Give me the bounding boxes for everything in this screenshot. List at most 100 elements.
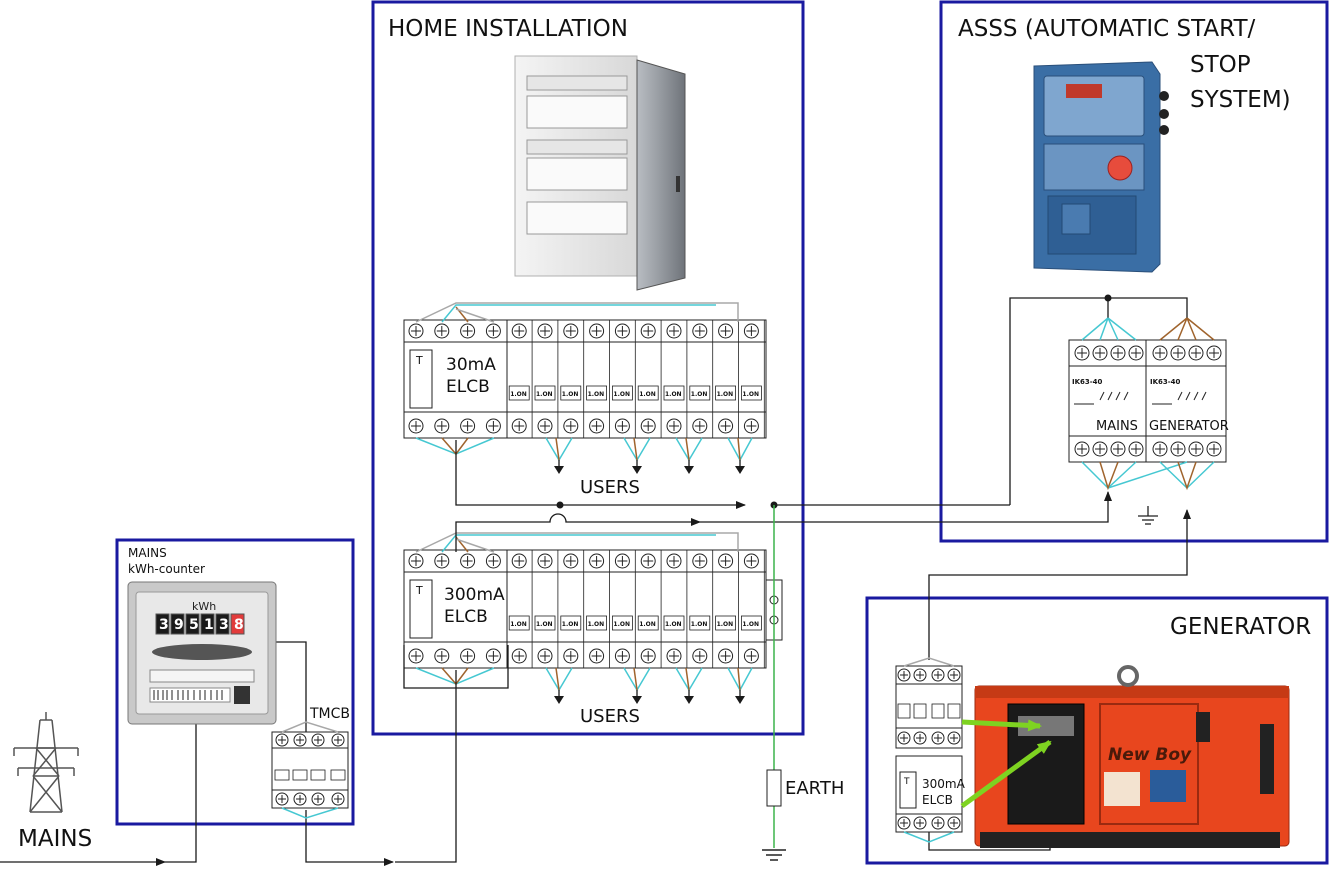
switch-label-mains: MAINS (1096, 419, 1138, 434)
meter-digit: 9 (174, 617, 184, 633)
breaker-toggle (534, 385, 556, 401)
gen-elcb-label-line2: ELCB (922, 793, 953, 807)
generator-breaker-wiring (903, 657, 955, 843)
breaker-tag: 1.ON (536, 621, 553, 628)
switch-terminals (1074, 345, 1222, 457)
meter-digit: 3 (159, 617, 169, 633)
junction-dot-mid (556, 501, 564, 509)
contactor-code-generator: IK63-40 (1150, 378, 1181, 386)
breaker-tag: 1.ON (691, 621, 708, 628)
users-outputs-bottom (415, 667, 753, 704)
breaker-tag: 1.ON (510, 391, 527, 398)
breaker-tag: 1.ON (691, 391, 708, 398)
meter-unit-label: kWh (192, 600, 216, 613)
meter-digit: 3 (219, 617, 229, 633)
meter-digit-box (170, 613, 185, 635)
gen-mcb-toggle (931, 703, 945, 719)
breaker-toggle (663, 615, 685, 631)
generator-brand: New Boy (1108, 745, 1192, 765)
asss-control-panel-image (1033, 61, 1169, 273)
tmcb-toggle (330, 769, 346, 781)
user-output-arrow (735, 696, 745, 704)
user-output-arrow (735, 466, 745, 474)
breaker-tag: 1.ON (717, 391, 734, 398)
breaker-toggle (560, 615, 582, 631)
elcb-300ma-test-label: T (415, 584, 423, 597)
meter-digit-box (155, 613, 170, 635)
breaker-tag: 1.ON (639, 391, 656, 398)
breaker-toggle (637, 615, 659, 631)
user-output-arrow (554, 466, 564, 474)
breaker-tag: 1.ON (742, 391, 759, 398)
asss-frame (939, 0, 1329, 543)
mains-source-label: MAINS (18, 826, 92, 852)
asss-title-line3: SYSTEM) (1190, 87, 1291, 113)
gen-elcb-label-line1: 300mA (922, 777, 966, 791)
gen-mcb-toggle (897, 703, 911, 719)
users-label-bottom: USERS (580, 706, 640, 727)
user-output-arrow (684, 466, 694, 474)
breaker-tag: 1.ON (510, 621, 527, 628)
elcb-300ma-label-line2: ELCB (444, 607, 488, 627)
generator-frame (865, 596, 1329, 865)
breaker-toggle (689, 615, 711, 631)
mains-box-title-line1: MAINS (128, 546, 167, 560)
top-row-supply-wires (415, 302, 739, 323)
breaker-tag: 1.ON (562, 621, 579, 628)
home-installation-frame (371, 0, 805, 736)
user-output-arrow (632, 466, 642, 474)
breaker-tag: 1.ON (536, 391, 553, 398)
breaker-tag: 1.ON (717, 621, 734, 628)
users-label-top: USERS (580, 477, 640, 498)
mains-meter-frame (115, 538, 355, 826)
breaker-toggle (741, 385, 762, 401)
asss-title-line1: ASSS (AUTOMATIC START/ (958, 16, 1255, 42)
breaker-toggle (689, 385, 711, 401)
elcb-30ma-label-line1: 30mA (446, 355, 496, 375)
earth-label: EARTH (785, 778, 844, 799)
meter-digit: 1 (204, 617, 214, 633)
tmcb-breaker: TMCB (271, 706, 350, 809)
elcb-300ma-row: T 300mA ELCB 1.ON 1.ON 1.ON 1.ON 1.ON 1.ON 1.O… (403, 549, 783, 669)
meter-digit-box (200, 613, 215, 635)
user-output-arrow (632, 696, 642, 704)
home-installation-title: HOME INSTALLATION (388, 16, 628, 42)
mains-box-title-line2: kWh-counter (128, 562, 205, 576)
junction-dot-top (1104, 294, 1112, 302)
meter-digit-box (230, 613, 245, 635)
asss-ground-symbol (1138, 506, 1158, 525)
transmission-tower-icon (13, 712, 79, 813)
breaker-tag: 1.ON (562, 391, 579, 398)
breaker-tag: 1.ON (665, 391, 682, 398)
breaker-toggle (715, 385, 736, 401)
elcb-300ma-label-line1: 300mA (444, 585, 505, 605)
elcb-30ma-test-label: T (415, 354, 423, 367)
breaker-tag: 1.ON (742, 621, 759, 628)
breaker-toggle (560, 385, 582, 401)
tmcb-toggle (292, 769, 308, 781)
breaker-tag: 1.ON (613, 391, 630, 398)
breaker-toggle (612, 615, 633, 631)
breaker-tag: 1.ON (588, 621, 605, 628)
tmcb-label: TMCB (309, 706, 350, 722)
tmcb-toggle (274, 769, 290, 781)
breaker-toggle (612, 385, 633, 401)
breaker-toggle (508, 385, 530, 401)
breaker-tag: 1.ON (665, 621, 682, 628)
switch-label-generator: GENERATOR (1149, 419, 1229, 434)
distribution-cabinet-image (514, 55, 686, 291)
breaker-tag: 1.ON (613, 621, 630, 628)
meter-digit-box (215, 613, 230, 635)
asss-title-line2: STOP (1190, 52, 1251, 78)
earth-fuse (766, 769, 782, 807)
gen-mcb-toggle (947, 703, 961, 719)
breaker-toggle (534, 615, 556, 631)
bottom-row-supply-wires (415, 532, 739, 553)
